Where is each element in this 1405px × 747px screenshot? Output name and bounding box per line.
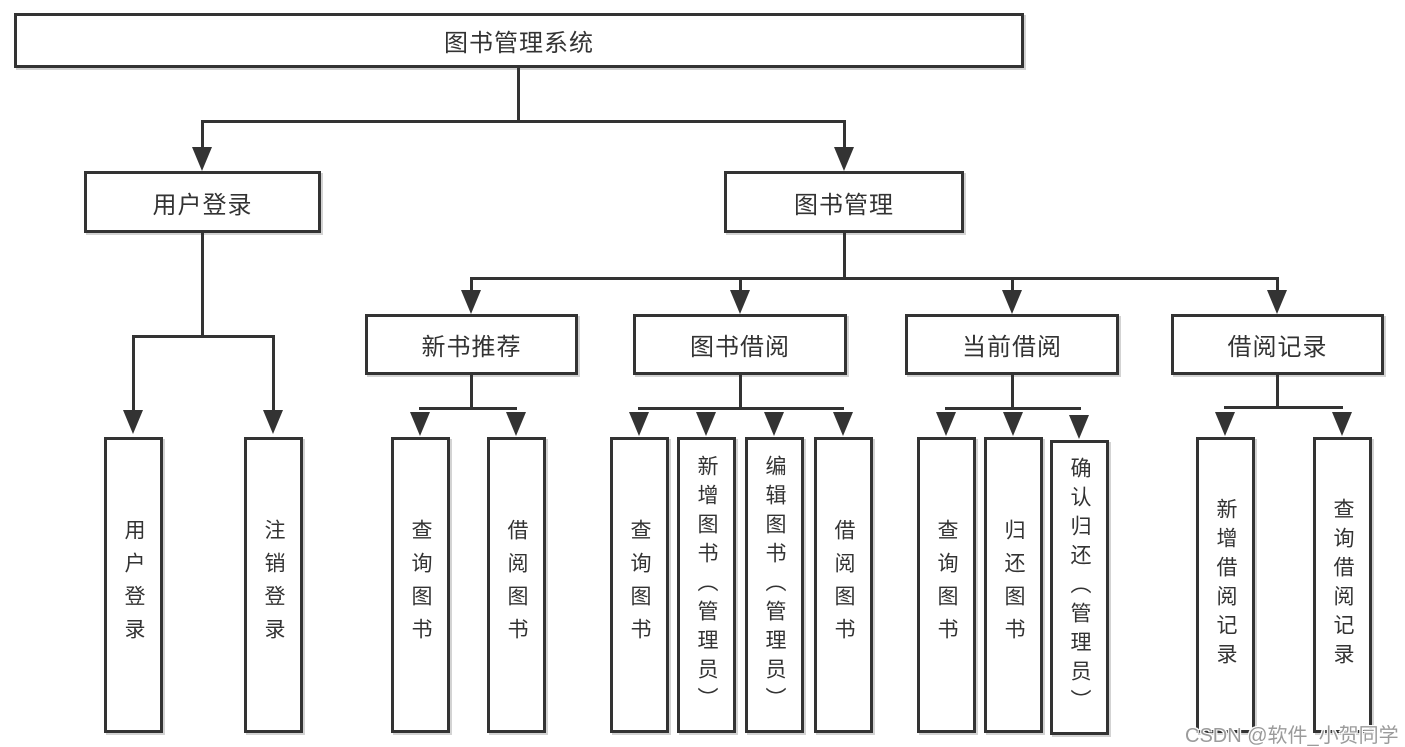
arrowhead-down-icon — [834, 147, 854, 171]
leaf-br-query-record: 查询借阅记录 — [1313, 437, 1372, 733]
leaf-rec-query-books: 查询图书 — [391, 437, 450, 733]
connector-vline — [1011, 277, 1014, 295]
connector-vline — [201, 120, 204, 150]
arrowhead-down-icon — [1002, 290, 1022, 314]
connector-vline — [470, 375, 473, 407]
leaf-bb-add-books-admin: 新增图书（管理员） — [677, 437, 736, 733]
arrowhead-down-icon — [833, 412, 853, 436]
leaf-br-add-record: 新增借阅记录 — [1196, 437, 1255, 733]
arrowhead-down-icon — [1003, 412, 1023, 436]
leaf-rec-borrow-books-label: 借阅图书 — [505, 519, 528, 651]
leaf-bb-edit-books-admin: 编辑图书（管理员） — [745, 437, 804, 733]
arrowhead-down-icon — [1215, 412, 1235, 436]
node-borrow-record: 借阅记录 — [1171, 314, 1384, 375]
leaf-br-query-record-label: 查询借阅记录 — [1331, 498, 1354, 672]
node-book-borrow: 图书借阅 — [633, 314, 847, 375]
connector-hline — [945, 407, 1081, 410]
leaf-cb-confirm-return-admin: 确认归还（管理员） — [1050, 440, 1109, 735]
connector-vline — [1276, 277, 1279, 295]
leaf-rec-query-books-label: 查询图书 — [409, 519, 432, 651]
connector-vline — [1276, 375, 1279, 406]
csdn-watermark: CSDN @软件_小贺同学 — [1185, 725, 1399, 747]
connector-vline — [272, 335, 275, 413]
leaf-cb-return-books: 归还图书 — [984, 437, 1043, 733]
arrowhead-down-icon — [936, 412, 956, 436]
arrowhead-down-icon — [1332, 412, 1352, 436]
node-new-book-recommend: 新书推荐 — [365, 314, 578, 375]
arrowhead-down-icon — [506, 412, 526, 436]
connector-hline — [638, 407, 844, 410]
connector-hline — [470, 277, 1278, 280]
node-new-book-recommend-label: 新书推荐 — [421, 334, 522, 361]
leaf-br-add-record-label: 新增借阅记录 — [1214, 498, 1237, 672]
connector-hline — [419, 407, 517, 410]
connector-hline — [1224, 406, 1343, 409]
leaf-bb-borrow-books-label: 借阅图书 — [832, 519, 855, 651]
arrowhead-down-icon — [696, 412, 716, 436]
leaf-logout-label: 注销登录 — [262, 519, 285, 651]
leaf-rec-borrow-books: 借阅图书 — [487, 437, 546, 733]
leaf-cb-query-books-label: 查询图书 — [935, 519, 958, 651]
connector-vline — [470, 277, 473, 295]
arrowhead-down-icon — [123, 410, 143, 434]
connector-vline — [739, 375, 742, 407]
connector-vline — [843, 120, 846, 150]
node-book-borrow-label: 图书借阅 — [690, 334, 790, 361]
leaf-bb-borrow-books: 借阅图书 — [814, 437, 873, 733]
connector-vline — [739, 277, 742, 295]
connector-vline — [132, 335, 135, 413]
leaf-user-login-label: 用户登录 — [122, 519, 145, 651]
leaf-user-login: 用户登录 — [104, 437, 163, 733]
arrowhead-down-icon — [1267, 290, 1287, 314]
leaf-bb-edit-books-admin-label: 编辑图书（管理员） — [763, 454, 786, 716]
arrowhead-down-icon — [764, 412, 784, 436]
arrowhead-down-icon — [1069, 415, 1089, 439]
node-current-borrow-label: 当前借阅 — [962, 334, 1062, 361]
arrowhead-down-icon — [263, 410, 283, 434]
leaf-bb-add-books-admin-label: 新增图书（管理员） — [695, 454, 718, 716]
leaf-cb-query-books: 查询图书 — [917, 437, 976, 733]
leaf-cb-confirm-return-admin-label: 确认归还（管理员） — [1068, 457, 1091, 718]
arrowhead-down-icon — [192, 147, 212, 171]
arrowhead-down-icon — [629, 412, 649, 436]
leaf-logout: 注销登录 — [244, 437, 303, 733]
node-root: 图书管理系统 — [14, 13, 1024, 68]
connector-vline — [517, 68, 520, 120]
connector-vline — [843, 233, 846, 277]
connector-vline — [1011, 375, 1014, 407]
node-user-login-label: 用户登录 — [152, 191, 253, 219]
leaf-bb-query-books-label: 查询图书 — [628, 519, 651, 651]
arrowhead-down-icon — [730, 290, 750, 314]
node-borrow-record-label: 借阅记录 — [1227, 334, 1328, 361]
arrowhead-down-icon — [461, 290, 481, 314]
node-current-borrow: 当前借阅 — [905, 314, 1119, 375]
leaf-bb-query-books: 查询图书 — [610, 437, 669, 733]
connector-vline — [201, 233, 204, 335]
connector-hline — [201, 120, 845, 123]
arrowhead-down-icon — [410, 412, 430, 436]
node-root-label: 图书管理系统 — [444, 30, 594, 57]
leaf-cb-return-books-label: 归还图书 — [1002, 519, 1025, 651]
node-book-management: 图书管理 — [724, 171, 964, 233]
connector-hline — [132, 335, 274, 338]
node-user-login: 用户登录 — [84, 171, 321, 233]
node-book-management-label: 图书管理 — [794, 191, 894, 219]
